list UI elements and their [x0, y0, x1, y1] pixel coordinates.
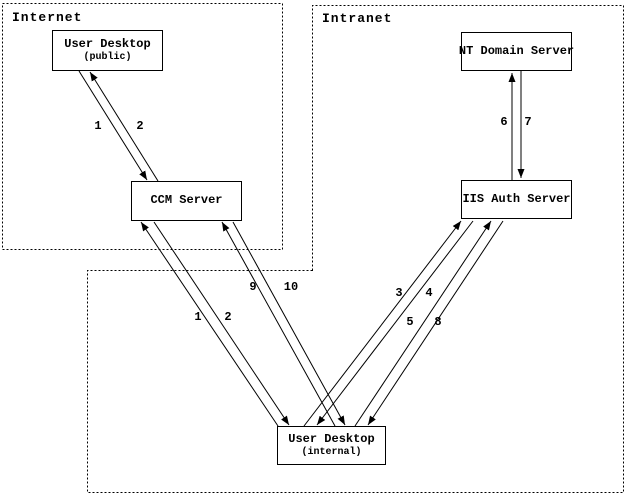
node-user-desktop-internal: User Desktop (internal) [278, 427, 385, 464]
node-subtitle-user-desktop-public: (public) [83, 51, 132, 63]
node-subtitle-user-desktop-internal: (internal) [301, 446, 362, 458]
node-title-user-desktop-internal: User Desktop [288, 431, 375, 446]
box-user-desktop-public [52, 30, 163, 71]
step-label-9: 9 [249, 280, 257, 294]
edge-1-public-desktop-to-ccm [78, 70, 148, 181]
box-iis-auth-server [461, 180, 572, 219]
edge-1-internal-desktop-to-ccm [140, 221, 279, 427]
node-ccm-server: CCM Server [132, 182, 241, 220]
step-label-4: 4 [425, 286, 433, 300]
node-title-ccm-server: CCM Server [150, 193, 223, 208]
node-title-user-desktop-public: User Desktop [64, 36, 151, 51]
node-title-nt-domain-server: NT Domain Server [458, 43, 575, 58]
box-ccm-server [131, 181, 242, 221]
step-label-2-public: 2 [136, 119, 144, 133]
intranet-zone-border [87, 5, 624, 493]
edge-9-internal-desktop-to-ccm [221, 221, 336, 427]
node-user-desktop-public: User Desktop (public) [53, 31, 162, 70]
node-iis-auth-server: IIS Auth Server [462, 181, 571, 218]
step-label-8: 8 [434, 315, 442, 329]
internet-zone-label: Internet [12, 10, 83, 25]
internet-zone-border [2, 3, 283, 250]
box-user-desktop-internal [277, 426, 386, 465]
step-label-7: 7 [524, 115, 532, 129]
edge-4-iis-to-internal-desktop [316, 220, 474, 426]
edge-8-iis-to-internal-desktop [367, 220, 504, 426]
edge-10-ccm-to-internal-desktop [232, 221, 346, 426]
step-label-1-internal: 1 [194, 310, 202, 324]
edge-3-internal-desktop-to-iis [303, 220, 462, 427]
edge-5-internal-desktop-to-iis [354, 220, 492, 427]
node-title-iis-auth-server: IIS Auth Server [462, 191, 571, 206]
step-label-10: 10 [283, 280, 299, 294]
step-label-6: 6 [500, 115, 508, 129]
edge-2-ccm-to-internal-desktop [153, 221, 290, 426]
edge-2-ccm-to-public-desktop [89, 71, 159, 182]
box-nt-domain-server [461, 32, 572, 71]
node-nt-domain-server: NT Domain Server [458, 33, 575, 70]
step-label-3: 3 [395, 286, 403, 300]
intranet-zone-label: Intranet [322, 11, 393, 26]
step-label-2-internal: 2 [224, 310, 232, 324]
step-label-5: 5 [406, 315, 414, 329]
step-label-1-public: 1 [94, 119, 102, 133]
